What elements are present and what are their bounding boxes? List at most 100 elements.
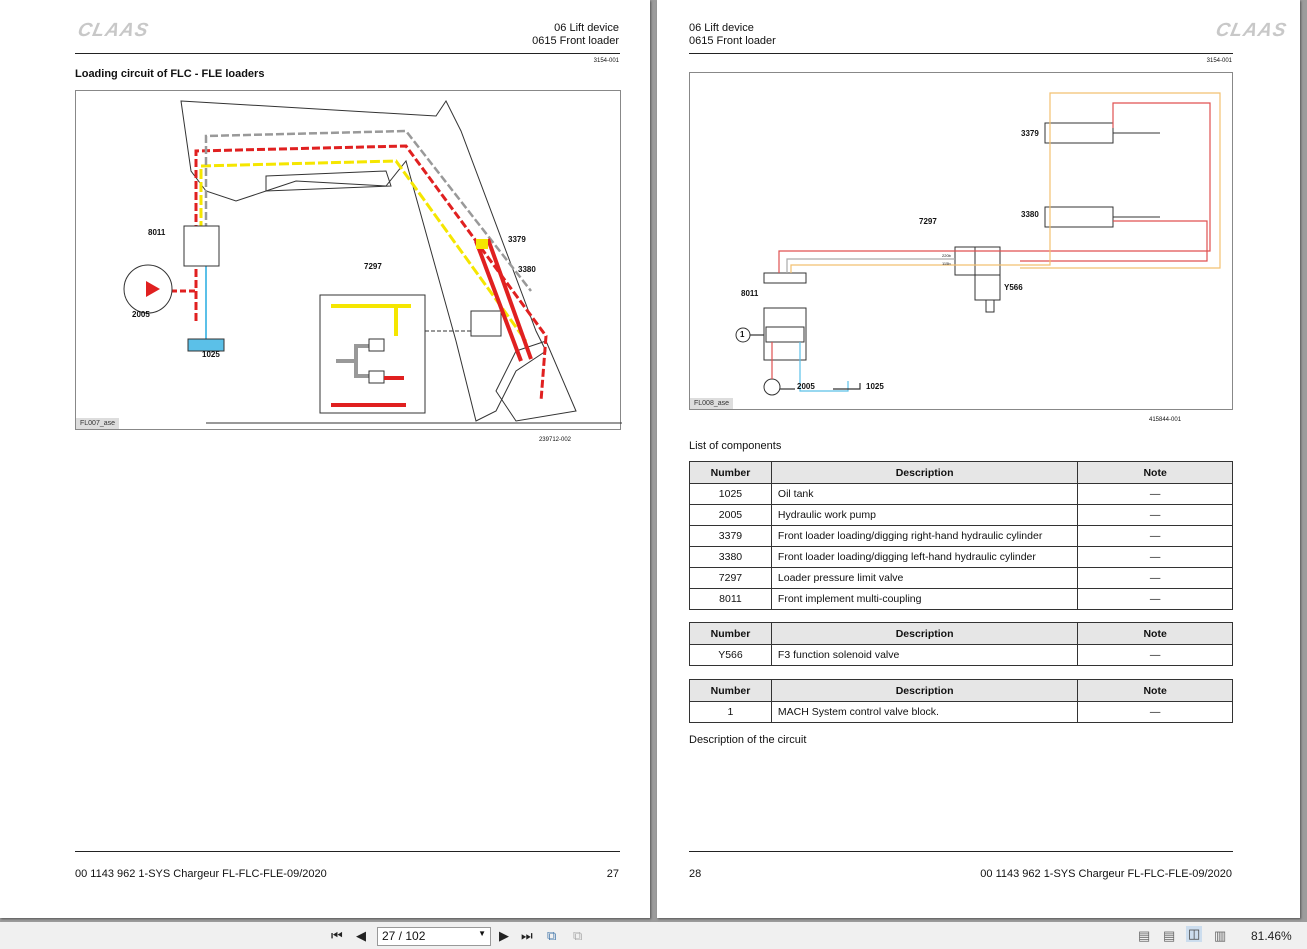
label-115b: 115b xyxy=(942,261,951,266)
col-number: Number xyxy=(689,679,772,702)
label-7297: 7297 xyxy=(919,217,937,226)
cell-description: Oil tank xyxy=(770,483,1079,505)
single-page-icon[interactable]: ▤ xyxy=(1138,928,1151,943)
label-3379: 3379 xyxy=(508,235,526,244)
last-page-icon[interactable]: ⏭ xyxy=(521,928,533,943)
rotate-icon[interactable]: ⧉ xyxy=(547,928,557,943)
cell-note: — xyxy=(1077,701,1233,723)
dropdown-arrow-icon: ▼ xyxy=(478,929,486,938)
page-field-value: 27 / 102 xyxy=(382,929,426,943)
viewer-toolbar: ⏮ ◀ 27 / 102 ▼ ▶ ⏭ ⧉ ⧉ ▤ ▤ ◫ ▥ 81.46% xyxy=(0,922,1307,949)
doc-ref: 3154-001 xyxy=(1206,58,1232,64)
col-description: Description xyxy=(770,461,1079,484)
section-title: 06 Lift device xyxy=(689,22,754,34)
cell-number: 8011 xyxy=(689,588,772,610)
figure-ref: 239712-002 xyxy=(538,437,571,443)
cell-note: — xyxy=(1077,644,1233,666)
cell-number: Y566 xyxy=(689,644,772,666)
label-7297: 7297 xyxy=(364,262,382,271)
footer-doc: 00 1143 962 1-SYS Chargeur FL-FLC-FLE-09… xyxy=(980,868,1232,880)
page-28: 06 Lift device 0615 Front loader CLAAS 3… xyxy=(657,0,1300,918)
copy-icon[interactable]: ⧉ xyxy=(573,928,583,943)
next-page-icon[interactable]: ▶ xyxy=(499,928,509,943)
cell-note: — xyxy=(1077,567,1233,589)
label-1025: 1025 xyxy=(202,350,220,359)
label-2005: 2005 xyxy=(797,382,815,391)
figure-tag: FL007_ase xyxy=(76,418,120,429)
loader-circuit-drawing xyxy=(123,100,622,424)
cell-description: Front implement multi-coupling xyxy=(770,588,1079,610)
label-8011: 8011 xyxy=(148,228,166,237)
label-2005: 2005 xyxy=(132,310,150,319)
col-description: Description xyxy=(770,679,1079,702)
cell-number: 3379 xyxy=(689,525,772,547)
label-8011: 8011 xyxy=(741,289,759,298)
schematic-drawing xyxy=(735,92,1221,396)
page-select[interactable]: 27 / 102 ▼ xyxy=(377,927,491,946)
list-heading: List of components xyxy=(689,440,782,452)
label-3380: 3380 xyxy=(518,265,536,274)
col-description: Description xyxy=(770,622,1079,645)
col-note: Note xyxy=(1077,461,1233,484)
cell-number: 7297 xyxy=(689,567,772,589)
label-1: 1 xyxy=(740,330,745,339)
col-number: Number xyxy=(689,461,772,484)
figure-tag: FL008_ase xyxy=(690,398,734,409)
cell-number: 2005 xyxy=(689,504,772,526)
cell-note: — xyxy=(1077,504,1233,526)
subsection-title: 0615 Front loader xyxy=(532,35,619,47)
cell-description: Front loader loading/digging left-hand h… xyxy=(770,546,1079,568)
continuous-page-icon[interactable]: ▤ xyxy=(1163,928,1176,943)
label-220b: 220b xyxy=(942,253,951,258)
subsection-title: 0615 Front loader xyxy=(689,35,776,47)
cell-number: 1 xyxy=(689,701,772,723)
cell-note: — xyxy=(1077,483,1233,505)
cell-description: Hydraulic work pump xyxy=(770,504,1079,526)
label-1025: 1025 xyxy=(866,382,884,391)
first-page-icon[interactable]: ⏮ xyxy=(331,928,343,943)
label-3380: 3380 xyxy=(1021,210,1039,219)
cell-description: Front loader loading/digging right-hand … xyxy=(770,525,1079,547)
cell-note: — xyxy=(1077,588,1233,610)
page-number: 28 xyxy=(689,868,702,880)
zoom-level[interactable]: 81.46% xyxy=(1251,929,1292,943)
two-page-continuous-icon[interactable]: ▥ xyxy=(1214,928,1227,943)
cell-note: — xyxy=(1077,525,1233,547)
col-note: Note xyxy=(1077,679,1233,702)
circuit-heading: Description of the circuit xyxy=(689,734,807,746)
header-section: 06 Lift device 0615 Front loader xyxy=(532,22,619,48)
col-note: Note xyxy=(1077,622,1233,645)
section-title: 06 Lift device xyxy=(554,22,619,34)
loader-diagram: 8011 2005 1025 7297 3379 3380 FL007_ase xyxy=(75,90,622,430)
header-section: 06 Lift device 0615 Front loader xyxy=(689,22,776,48)
cell-description: MACH System control valve block. xyxy=(770,701,1079,723)
cell-number: 3380 xyxy=(689,546,772,568)
hydraulic-schematic: 3379 3380 7297 8011 Y566 2005 1025 1 220… xyxy=(689,72,1233,410)
cell-description: Loader pressure limit valve xyxy=(770,567,1079,589)
footer-doc: 00 1143 962 1-SYS Chargeur FL-FLC-FLE-09… xyxy=(75,868,327,880)
two-page-icon[interactable]: ◫ xyxy=(1186,926,1203,942)
label-y566: Y566 xyxy=(1004,283,1023,292)
label-3379: 3379 xyxy=(1021,129,1039,138)
page-number: 27 xyxy=(606,868,619,880)
figure-ref: 415844-001 xyxy=(1149,417,1182,423)
cell-description: F3 function solenoid valve xyxy=(770,644,1079,666)
claas-logo: CLAAS xyxy=(1213,20,1289,41)
figure-title: Loading circuit of FLC - FLE loaders xyxy=(75,68,265,80)
cell-number: 1025 xyxy=(689,483,772,505)
previous-page-icon[interactable]: ◀ xyxy=(356,928,366,943)
page-27: CLAAS 06 Lift device 0615 Front loader 3… xyxy=(0,0,650,918)
claas-logo: CLAAS xyxy=(75,20,151,41)
col-number: Number xyxy=(689,622,772,645)
doc-ref: 3154-001 xyxy=(593,58,619,64)
